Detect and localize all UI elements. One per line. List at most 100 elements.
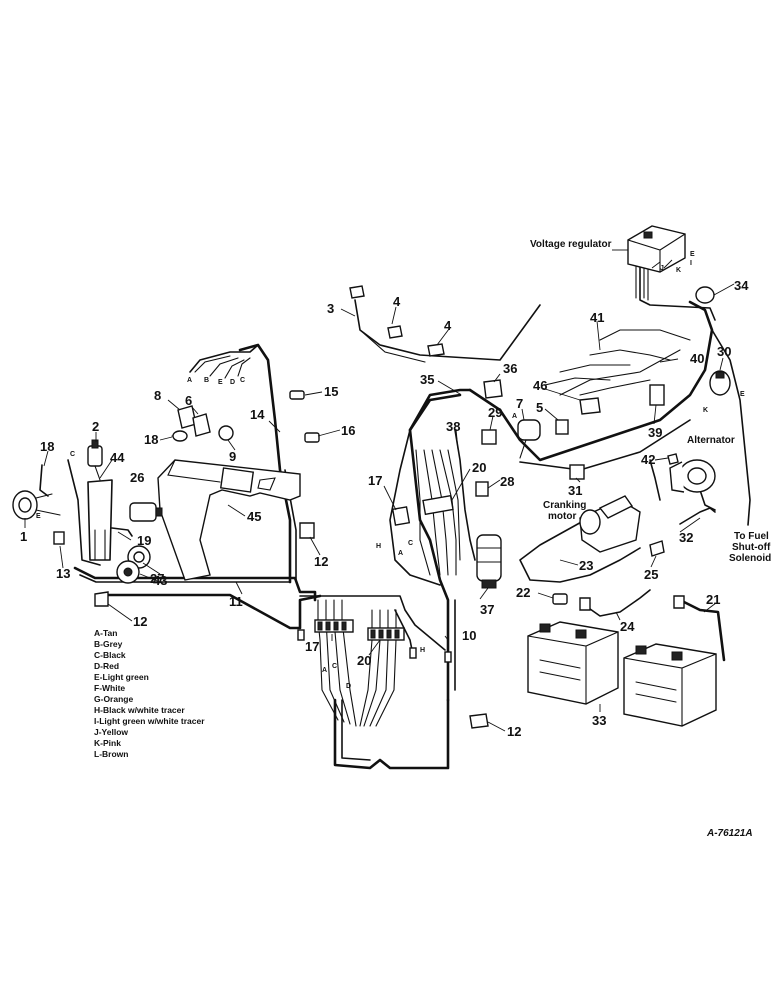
part-19-bulb bbox=[111, 527, 133, 537]
wire-letter-c-mid: C bbox=[408, 540, 413, 547]
part-29-terminal bbox=[481, 429, 497, 445]
legend-item-h: H-Black w/white tracer bbox=[94, 705, 185, 715]
legend-item-l: L-Brown bbox=[94, 749, 128, 759]
part-1-socket bbox=[12, 490, 61, 520]
upper-connector-17 bbox=[391, 506, 411, 526]
label-solenoid: Solenoid bbox=[729, 553, 771, 564]
label-voltage-regulator: Voltage regulator bbox=[530, 239, 612, 250]
callout-33: 33 bbox=[592, 713, 606, 728]
wire-letter-h-mid: H bbox=[376, 543, 381, 550]
callout-41: 41 bbox=[590, 310, 604, 325]
part-4-clip-b bbox=[427, 343, 445, 357]
wire-letter-e-left: E bbox=[36, 513, 41, 520]
callout-28: 28 bbox=[500, 474, 514, 489]
part-25-cable-end bbox=[649, 540, 665, 557]
wire-letter-d-low: D bbox=[346, 683, 351, 690]
part-31-clip bbox=[569, 464, 585, 480]
callout-25: 25 bbox=[644, 567, 658, 582]
lower-connector-20 bbox=[367, 627, 405, 641]
wire-letter-i-reg: I bbox=[690, 260, 692, 267]
part-4-clip-a bbox=[387, 325, 403, 339]
callout-16: 16 bbox=[341, 423, 355, 438]
battery-left bbox=[527, 621, 619, 705]
callout-11: 11 bbox=[229, 594, 243, 609]
wire-letter-a-mid: A bbox=[398, 550, 403, 557]
callout-42: 42 bbox=[641, 452, 655, 467]
callout-37: 37 bbox=[480, 602, 494, 617]
alternator bbox=[669, 459, 716, 493]
callout-2: 2 bbox=[92, 419, 99, 434]
callout-8: 8 bbox=[154, 388, 161, 403]
callout-45: 45 bbox=[247, 509, 261, 524]
figure-id: A-76121A bbox=[706, 828, 753, 839]
callout-9: 9 bbox=[229, 449, 236, 464]
label-alternator: Alternator bbox=[687, 435, 735, 446]
legend-item-a: A-Tan bbox=[94, 628, 117, 638]
lower-connector-17 bbox=[314, 619, 354, 633]
callout-46: 46 bbox=[533, 378, 547, 393]
part-39-bracket bbox=[649, 384, 665, 406]
callout-4a: 4 bbox=[393, 294, 401, 309]
part-28-clip bbox=[475, 481, 489, 497]
callout-22: 22 bbox=[516, 585, 530, 600]
callout-12b: 12 bbox=[314, 554, 328, 569]
part-9-bulb bbox=[218, 425, 234, 441]
callout-38: 38 bbox=[446, 419, 460, 434]
callout-12c: 12 bbox=[507, 724, 521, 739]
part-2-switch bbox=[87, 439, 103, 481]
part-37-switch bbox=[476, 534, 502, 589]
callout-20-upper: 20 bbox=[472, 460, 486, 475]
wire-letter-e-reg: E bbox=[690, 251, 695, 258]
callout-12a: 12 bbox=[133, 614, 147, 629]
wire-letter-a-low: A bbox=[322, 667, 327, 674]
wire-letter-e: E bbox=[218, 379, 223, 386]
callout-numbers: 1 2 3 4 4 5 6 7 8 9 10 11 12 12 12 13 14… bbox=[20, 278, 749, 739]
part-32-wire bbox=[679, 507, 716, 525]
component-labels: Voltage regulator Alternator Cranking mo… bbox=[530, 239, 771, 839]
battery-right bbox=[623, 643, 717, 727]
part-30-switch bbox=[709, 370, 731, 396]
label-cranking: Cranking bbox=[543, 500, 586, 511]
callout-18b: 18 bbox=[144, 432, 158, 447]
callout-17-upper: 17 bbox=[368, 473, 382, 488]
legend-item-j: J-Yellow bbox=[94, 727, 128, 737]
part-24-cable bbox=[579, 589, 651, 617]
legend-item-g: G-Orange bbox=[94, 694, 133, 704]
part-5-switch bbox=[555, 419, 569, 435]
part-42-terminal bbox=[667, 453, 679, 465]
part-6-lamp bbox=[192, 413, 211, 437]
callout-18a: 18 bbox=[40, 439, 54, 454]
wire-letter-k-sw: K bbox=[703, 407, 708, 414]
legend-item-e: E-Light green bbox=[94, 672, 149, 682]
wire-letter-c-low: C bbox=[332, 663, 337, 670]
legend-item-i: I-Light green w/white tracer bbox=[94, 716, 205, 726]
callout-43: 43 bbox=[153, 573, 167, 588]
callout-14: 14 bbox=[250, 407, 265, 422]
wire-letter-e-sw: E bbox=[740, 391, 745, 398]
part-13-connector bbox=[53, 531, 65, 545]
callout-13: 13 bbox=[56, 566, 70, 581]
callout-17-lower: 17 bbox=[305, 639, 319, 654]
legend-item-b: B-Grey bbox=[94, 639, 123, 649]
part-22-terminal bbox=[552, 593, 568, 605]
part-43-gauge bbox=[116, 560, 140, 584]
part-18-lamp bbox=[39, 430, 188, 497]
upper-connector-20 bbox=[422, 494, 454, 516]
callout-5: 5 bbox=[536, 400, 543, 415]
instrument-panel bbox=[157, 459, 301, 581]
part-12-clip-bottom bbox=[469, 713, 489, 729]
callout-24: 24 bbox=[620, 619, 635, 634]
wire-letter-c-left: C bbox=[70, 451, 75, 458]
cranking-motor bbox=[579, 495, 641, 553]
part-34-clamp bbox=[695, 286, 715, 304]
wire-letters: A B E D C C E A C H A C D H A E I K J E … bbox=[36, 251, 745, 690]
callout-31: 31 bbox=[568, 483, 582, 498]
callout-6: 6 bbox=[185, 393, 192, 408]
callout-23: 23 bbox=[579, 558, 593, 573]
wire-letter-b: B bbox=[204, 377, 209, 384]
part-12-clip-mid bbox=[299, 522, 315, 539]
legend-item-c: C-Black bbox=[94, 650, 126, 660]
leader-lines bbox=[24, 249, 735, 732]
callout-26: 26 bbox=[130, 470, 144, 485]
